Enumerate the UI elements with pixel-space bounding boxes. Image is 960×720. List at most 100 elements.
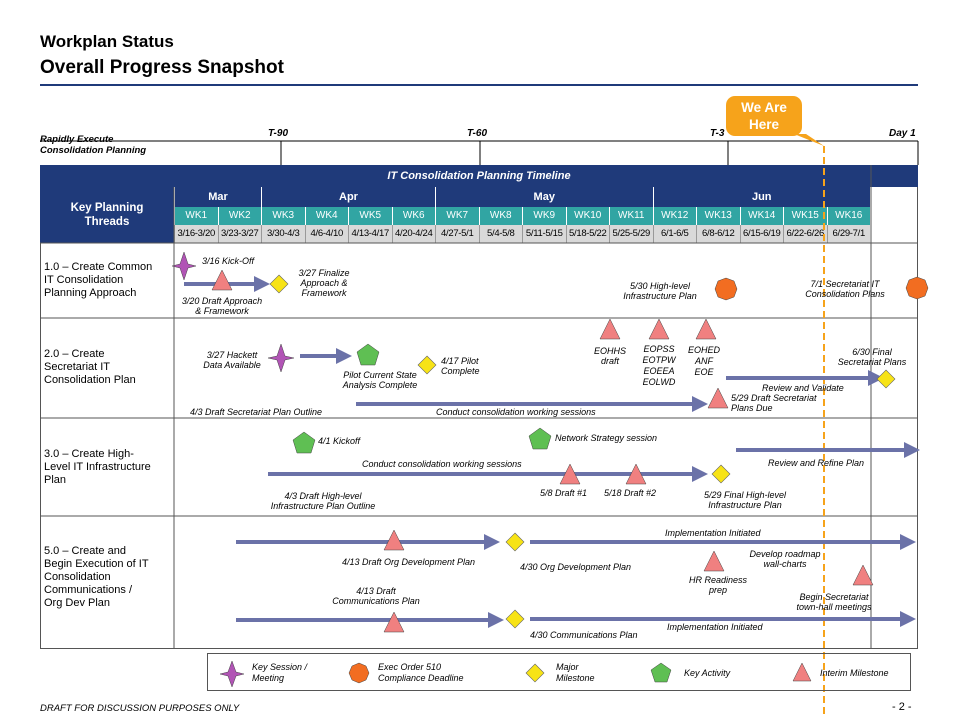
row5-line5: Org Dev Plan — [44, 597, 111, 609]
activity-arrows — [184, 276, 920, 628]
r3-kickoff-label: 4/1 Kickoff — [318, 436, 361, 446]
major-milestone-icon — [505, 609, 525, 629]
page-title: Workplan Status — [40, 32, 174, 51]
interim-milestone-icon — [695, 318, 717, 340]
text-line: EOTPW — [642, 355, 676, 365]
date-range-header: 5/25-5/29 — [609, 225, 653, 243]
text-line: Infrastructure Plan Outline — [270, 501, 376, 511]
threads-header: Key Planning Threads — [40, 187, 174, 243]
legend-key-activity-label: Key Activity — [684, 668, 731, 678]
date-range-header: 6/15-6/19 — [739, 225, 783, 243]
text-line: & Framework — [195, 306, 249, 316]
row1-line1: 1.0 – Create Common — [44, 261, 153, 273]
text-line: 4/17 Pilot — [441, 356, 479, 366]
interim-milestone-icon — [648, 318, 670, 340]
date-range-header: 3/23-3/27 — [217, 225, 261, 243]
text-line: 3/27 Finalize — [298, 268, 350, 278]
interim-milestone-icon — [383, 529, 405, 551]
here-pointer — [794, 134, 824, 146]
row3-line1: 3.0 – Create High- — [44, 448, 134, 460]
row-label-1: 1.0 – Create Common IT Consolidation Pla… — [44, 261, 174, 300]
week-header: WK9 — [522, 207, 566, 225]
month-header: May — [435, 187, 653, 207]
date-range-header: 5/11-5/15 — [522, 225, 566, 243]
month-header: Mar — [174, 187, 261, 207]
r1-draft-label: 3/20 Draft Approach& Framework — [172, 296, 272, 316]
text-line: Exec Order 510 — [378, 662, 442, 672]
milestone-t30: T-3 — [710, 128, 725, 139]
interim-milestone-icon — [599, 318, 621, 340]
week-header: WK3 — [261, 207, 305, 225]
r5-impl1-label: Implementation Initiated — [665, 528, 761, 538]
milestone-day1: Day 1 — [889, 128, 916, 139]
text-line: Approach & — [300, 278, 348, 288]
legend-key-activity-icon — [650, 662, 672, 683]
interim-milestone-icon — [383, 611, 405, 633]
text-line: town-hall meetings — [796, 602, 872, 612]
text-line: Meeting — [252, 673, 285, 683]
text-line: ANF — [695, 356, 713, 366]
text-line: Plans Due — [731, 403, 773, 413]
row3-line3: Plan — [44, 474, 67, 486]
key-session-icon — [171, 251, 197, 281]
text-line: Pilot Current State — [343, 370, 417, 380]
text-line: Major — [556, 662, 579, 672]
row3-line2: Level IT Infrastructure — [44, 461, 151, 473]
key-activity-icon — [528, 427, 552, 450]
major-milestone-icon — [876, 369, 896, 389]
threads-header-line2: Threads — [84, 216, 130, 228]
text-line: 3/20 Draft Approach — [181, 296, 263, 306]
interim-milestone-icon — [211, 269, 233, 291]
text-line: 5/29 Draft Secretariat — [731, 393, 817, 403]
week-header: WK4 — [304, 207, 348, 225]
key-session-icon — [267, 343, 295, 373]
text-line: prep — [708, 585, 727, 595]
r5-org-plan-label: 4/30 Org Development Plan — [520, 562, 632, 572]
r3-draft2-label: 5/18 Draft #2 — [604, 488, 657, 498]
text-line: 4/3 Draft High-level — [284, 491, 362, 501]
major-milestone-icon — [417, 355, 437, 375]
date-range-header: 5/4-5/8 — [478, 225, 522, 243]
interim-milestone-icon — [703, 550, 725, 572]
week-header: WK13 — [696, 207, 740, 225]
major-milestone-icon — [711, 464, 731, 484]
text-line: wall-charts — [763, 559, 807, 569]
text-line: Communications Plan — [332, 596, 420, 606]
text-line: 7/1 Secretariat IT — [810, 279, 880, 289]
page-number: - 2 - — [892, 701, 912, 713]
date-range-header: 6/29-7/1 — [826, 225, 870, 243]
interim-milestone-icon — [559, 463, 581, 485]
r5-comm-plan-label: 4/30 Communications Plan — [530, 630, 638, 640]
major-milestone-icon — [505, 532, 525, 552]
row1-line2: IT Consolidation — [44, 274, 124, 286]
text-line: Complete — [441, 366, 480, 376]
row-label-3: 3.0 – Create High- Level IT Infrastructu… — [44, 448, 174, 487]
week-header: WK15 — [783, 207, 827, 225]
date-range-header: 4/13-4/17 — [348, 225, 392, 243]
date-range-header: 6/1-6/5 — [652, 225, 696, 243]
r5-impl2-label: Implementation Initiated — [667, 622, 763, 632]
text-line: Milestone — [556, 673, 595, 683]
text-line: EOLWD — [642, 377, 676, 387]
here-line2: Here — [748, 117, 780, 132]
row2-line2: Secretariat IT — [44, 361, 111, 373]
text-line: Analysis Complete — [342, 380, 418, 390]
exec-order-icon — [714, 277, 738, 301]
legend-interim-icon — [792, 662, 812, 682]
week-header: WK10 — [565, 207, 609, 225]
row2-line3: Consolidation Plan — [44, 374, 136, 386]
week-header: WK8 — [478, 207, 522, 225]
date-range-header: 3/30-4/3 — [261, 225, 305, 243]
legend-key-session-label: Key Session /Meeting — [252, 662, 307, 684]
